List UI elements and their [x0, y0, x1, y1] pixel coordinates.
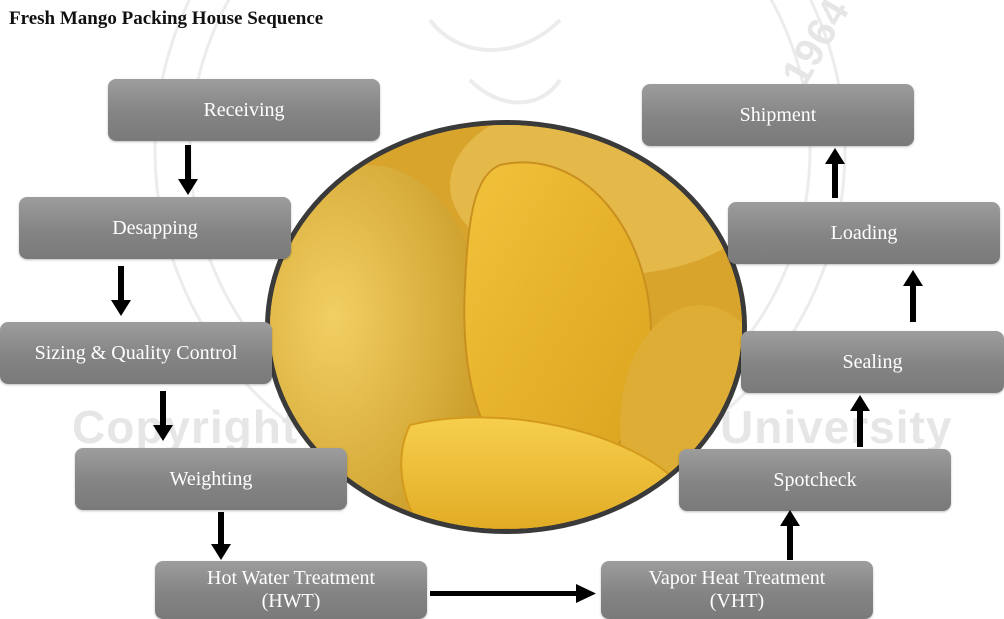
step-spotcheck: Spotcheck [679, 449, 951, 511]
step-vapor-heat-treatment: Vapor Heat Treatment (VHT) [601, 561, 873, 619]
step-hot-water-treatment: Hot Water Treatment (HWT) [155, 561, 427, 619]
step-label: Weighting [170, 468, 253, 491]
arrow-spotcheck-to-sealing [850, 395, 870, 447]
step-label: Receiving [203, 99, 284, 122]
watermark-left-text: Copyright [72, 400, 298, 454]
step-shipment: Shipment [642, 84, 914, 146]
step-label: Loading [831, 222, 898, 245]
step-sealing: Sealing [741, 331, 1004, 393]
step-sizing-quality-control: Sizing & Quality Control [0, 322, 272, 384]
step-label-line2: (HWT) [262, 590, 321, 613]
step-label-line1: Hot Water Treatment [207, 567, 375, 590]
step-label-line1: Vapor Heat Treatment [649, 567, 826, 590]
arrow-sizing-to-weighting [153, 391, 173, 443]
arrow-receiving-to-desapping [178, 145, 198, 197]
arrow-vht-to-spotcheck [780, 510, 800, 560]
step-label: Shipment [740, 104, 817, 127]
step-label-line2: (VHT) [710, 590, 764, 613]
arrow-weighting-to-hwt [211, 512, 231, 562]
page-title: Fresh Mango Packing House Sequence [9, 8, 323, 30]
arrow-desapping-to-sizing [111, 266, 131, 318]
step-receiving: Receiving [108, 79, 380, 141]
arrow-sealing-to-loading [903, 270, 923, 322]
step-desapping: Desapping [19, 197, 291, 259]
step-label: Sealing [843, 351, 903, 374]
step-label: Sizing & Quality Control [35, 342, 238, 365]
step-label: Desapping [112, 217, 198, 240]
arrow-loading-to-shipment [825, 148, 845, 198]
step-weighting: Weighting [75, 448, 347, 510]
step-loading: Loading [728, 202, 1000, 264]
arrow-hwt-to-vht [430, 584, 598, 604]
watermark-right-text: University [720, 400, 952, 454]
step-label: Spotcheck [773, 469, 856, 492]
